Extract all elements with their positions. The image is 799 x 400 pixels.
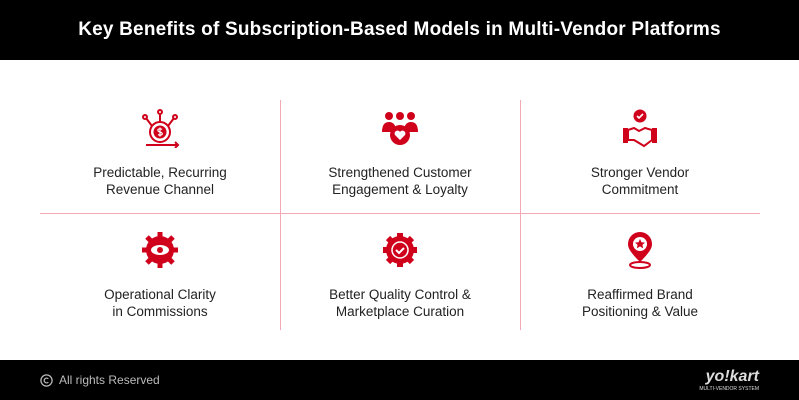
benefit-card: Stronger Vendor Commitment [520,108,760,198]
logo-tagline: MULTI-VENDOR SYSTEM [699,386,759,392]
divider [520,100,521,330]
benefit-card: Predictable, Recurring Revenue Channel [40,108,280,198]
divider [280,100,281,330]
page-title: Key Benefits of Subscription-Based Model… [0,0,799,60]
copyright-icon [40,373,53,387]
location-star-icon [628,232,652,269]
revenue-cycle-icon [142,109,180,148]
benefit-label: Predictable, Recurring Revenue Channel [93,165,227,197]
gear-eye-icon [142,232,178,268]
benefit-card: Operational Clarity in Commissions [40,230,280,320]
benefit-card: Better Quality Control & Marketplace Cur… [280,230,520,320]
benefit-label: Operational Clarity in Commissions [104,287,216,319]
benefit-card: Reaffirmed Brand Positioning & Value [520,230,760,320]
benefit-card: Strengthened Customer Engagement & Loyal… [280,108,520,198]
customers-heart-icon [382,112,418,145]
logo-wordmark: yo!kart [705,368,759,385]
benefit-label: Reaffirmed Brand Positioning & Value [581,287,699,319]
benefit-label: Better Quality Control & Marketplace Cur… [329,287,471,319]
handshake-check-icon [623,109,657,148]
benefit-label: Stronger Vendor Commitment [590,165,690,197]
copyright-text: All rights Reserved [59,373,160,387]
benefit-label: Strengthened Customer Engagement & Loyal… [328,165,472,197]
divider [40,213,760,214]
badge-check-icon [383,233,417,267]
